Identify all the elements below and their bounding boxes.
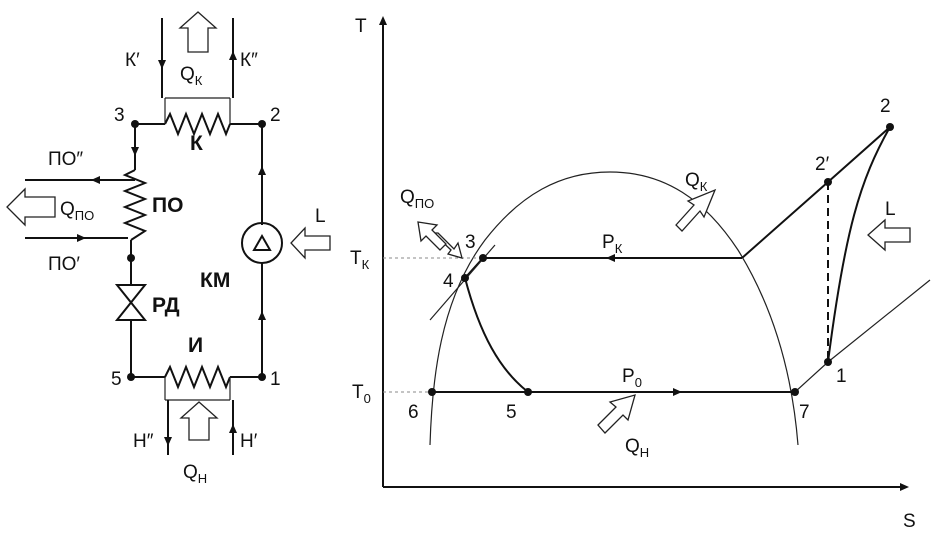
evaporation-heat-arrow	[597, 394, 636, 434]
ts-point-5	[524, 388, 532, 396]
subcool-heat-arrow	[417, 221, 447, 251]
ts-point-4	[461, 274, 469, 282]
schematic-node-2	[258, 120, 266, 128]
evaporator-coil	[164, 364, 231, 390]
cycle-schematic: К′ К″ QК 3 2 К ПО″ QПО ПО ПО′ РД КМ L И …	[6, 11, 331, 486]
saturation-dome	[429, 171, 799, 446]
subcooler-heat-arrow	[6, 187, 56, 227]
ts-point-4-label: 4	[443, 271, 454, 292]
throttle-valve	[114, 284, 148, 321]
evaporator-q-label: QН	[183, 462, 207, 486]
subcooler-out-label: ПО″	[48, 149, 83, 170]
t-axis-label: T	[355, 16, 367, 37]
subcooler-q-label: QПО	[60, 199, 94, 223]
schematic-node-subcooler-out	[127, 254, 135, 262]
throttling-curve-4-5	[464, 277, 529, 393]
ts-point-1	[824, 358, 832, 366]
ts-diagram: T S 1 2 2′	[350, 16, 931, 532]
condenser-coil	[164, 111, 231, 137]
condenser-out-label: К″	[240, 50, 258, 71]
evaporator-heat-arrow	[179, 401, 219, 441]
condenser-in-label: К′	[125, 50, 140, 71]
superheat-line	[741, 126, 891, 259]
compressor-work-arrow	[290, 226, 331, 260]
ts-point-2	[886, 123, 894, 131]
t0-label: T0	[352, 382, 371, 406]
evaporator-hood	[164, 377, 231, 401]
work-arrow	[867, 218, 911, 252]
ts-point-3-label: 3	[465, 232, 476, 253]
evaporator-out-label: Н″	[133, 431, 154, 452]
ts-point-2prime-label: 2′	[815, 154, 830, 175]
ts-point-6-label: 6	[408, 402, 419, 423]
subcool-3-4	[464, 257, 484, 279]
q-cond-label: QК	[685, 170, 708, 194]
compressor-work-label: L	[315, 206, 326, 227]
subcooler-in-label: ПО′	[48, 254, 80, 275]
node-2-label: 2	[270, 105, 281, 126]
schematic-node-5	[127, 373, 135, 381]
ts-point-7-label: 7	[799, 402, 810, 423]
ts-point-2-label: 2	[880, 96, 891, 117]
ts-point-7	[791, 388, 799, 396]
condenser-heat-arrow	[178, 11, 218, 53]
ts-point-3	[479, 254, 487, 262]
compression-curve	[827, 126, 891, 363]
node-3-label: 3	[114, 105, 125, 126]
tk-label: TК	[350, 248, 370, 272]
compressor-triangle	[252, 233, 272, 251]
ts-point-5-label: 5	[506, 402, 517, 423]
p0-label: P0	[622, 366, 642, 390]
node-1-label: 1	[270, 369, 281, 390]
pk-heat-arrow	[675, 188, 717, 232]
s-axis-label: S	[903, 511, 916, 532]
q-evap-label: QН	[625, 436, 649, 460]
ts-point-1-label: 1	[836, 366, 847, 387]
suction-superheat-line	[794, 279, 931, 393]
evaporator-in-label: Н′	[240, 431, 258, 452]
subcooler-label: ПО	[152, 194, 183, 217]
schematic-node-1	[258, 373, 266, 381]
node-5-label: 5	[111, 369, 122, 390]
compressor-label: КМ	[200, 269, 230, 292]
compressor-circle	[241, 222, 283, 264]
throttle-label: РД	[152, 294, 180, 317]
condenser-hood	[164, 98, 231, 124]
schematic-node-3	[131, 120, 139, 128]
work-label: L	[885, 199, 896, 220]
ts-point-6	[428, 388, 436, 396]
q-subcool-label: QПО	[400, 187, 434, 211]
pk-label: PК	[602, 232, 623, 256]
condenser-q-label: QК	[180, 64, 203, 88]
condenser-label: К	[190, 132, 203, 155]
ts-point-2prime	[824, 178, 832, 186]
evaporator-label: И	[188, 334, 203, 357]
